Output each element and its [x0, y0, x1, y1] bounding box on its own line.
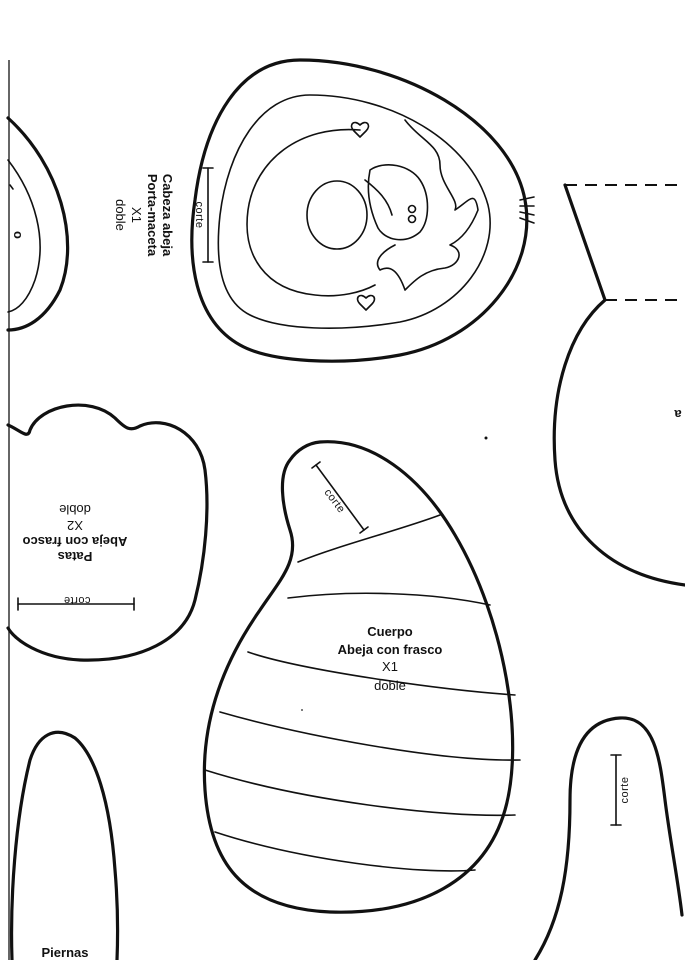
feet-piece: corte Patas Abeja con frasco X2 doble: [6, 403, 209, 662]
right-partial-label: a: [674, 407, 682, 422]
head-face-line: [246, 128, 376, 297]
body-qty: X1: [382, 659, 398, 674]
body-fold: doble: [374, 678, 406, 693]
head-inner-outline: [217, 94, 491, 329]
head-beak: [367, 164, 429, 241]
head-sub: Porta-maceta: [145, 174, 160, 257]
legs-outline: [9, 730, 120, 960]
feet-sub: Abeja con frasco: [23, 534, 128, 549]
head-hair-shape: [376, 119, 479, 291]
feet-name: Patas: [58, 549, 93, 564]
feet-qty: X2: [67, 518, 83, 533]
body-outline: [202, 440, 515, 914]
heart-icon: [356, 294, 376, 311]
body-sub: Abeja con frasco: [338, 642, 443, 657]
feet-fold: doble: [59, 502, 91, 517]
left-partial-piece: o: [6, 116, 70, 332]
legs-piece: Piernas: [9, 730, 120, 960]
right-partial-piece: a: [552, 183, 685, 587]
head-piece: corte Cabeza abeja Porta-maceta X1 doble: [113, 58, 535, 363]
body-name: Cuerpo: [367, 624, 413, 639]
head-qty: X1: [129, 207, 144, 223]
head-eye: [306, 180, 368, 250]
feet-cut-label: corte: [64, 594, 91, 606]
feet-outline: [6, 403, 209, 662]
legs-name: Piernas: [42, 945, 89, 960]
head-fold: doble: [113, 199, 128, 231]
stitch-marks: [519, 196, 535, 224]
bottom-right-piece: corte: [533, 716, 684, 960]
left-partial-label: o: [11, 231, 26, 239]
bottom-right-cut-label: corte: [619, 777, 631, 804]
head-name: Cabeza abeja: [160, 174, 175, 257]
body-piece: corte Cuerpo Abeja con frasco X1 doble: [202, 436, 521, 914]
heart-icon: [350, 121, 370, 138]
head-cut-label: corte: [193, 202, 205, 229]
head-outline: [190, 58, 529, 363]
